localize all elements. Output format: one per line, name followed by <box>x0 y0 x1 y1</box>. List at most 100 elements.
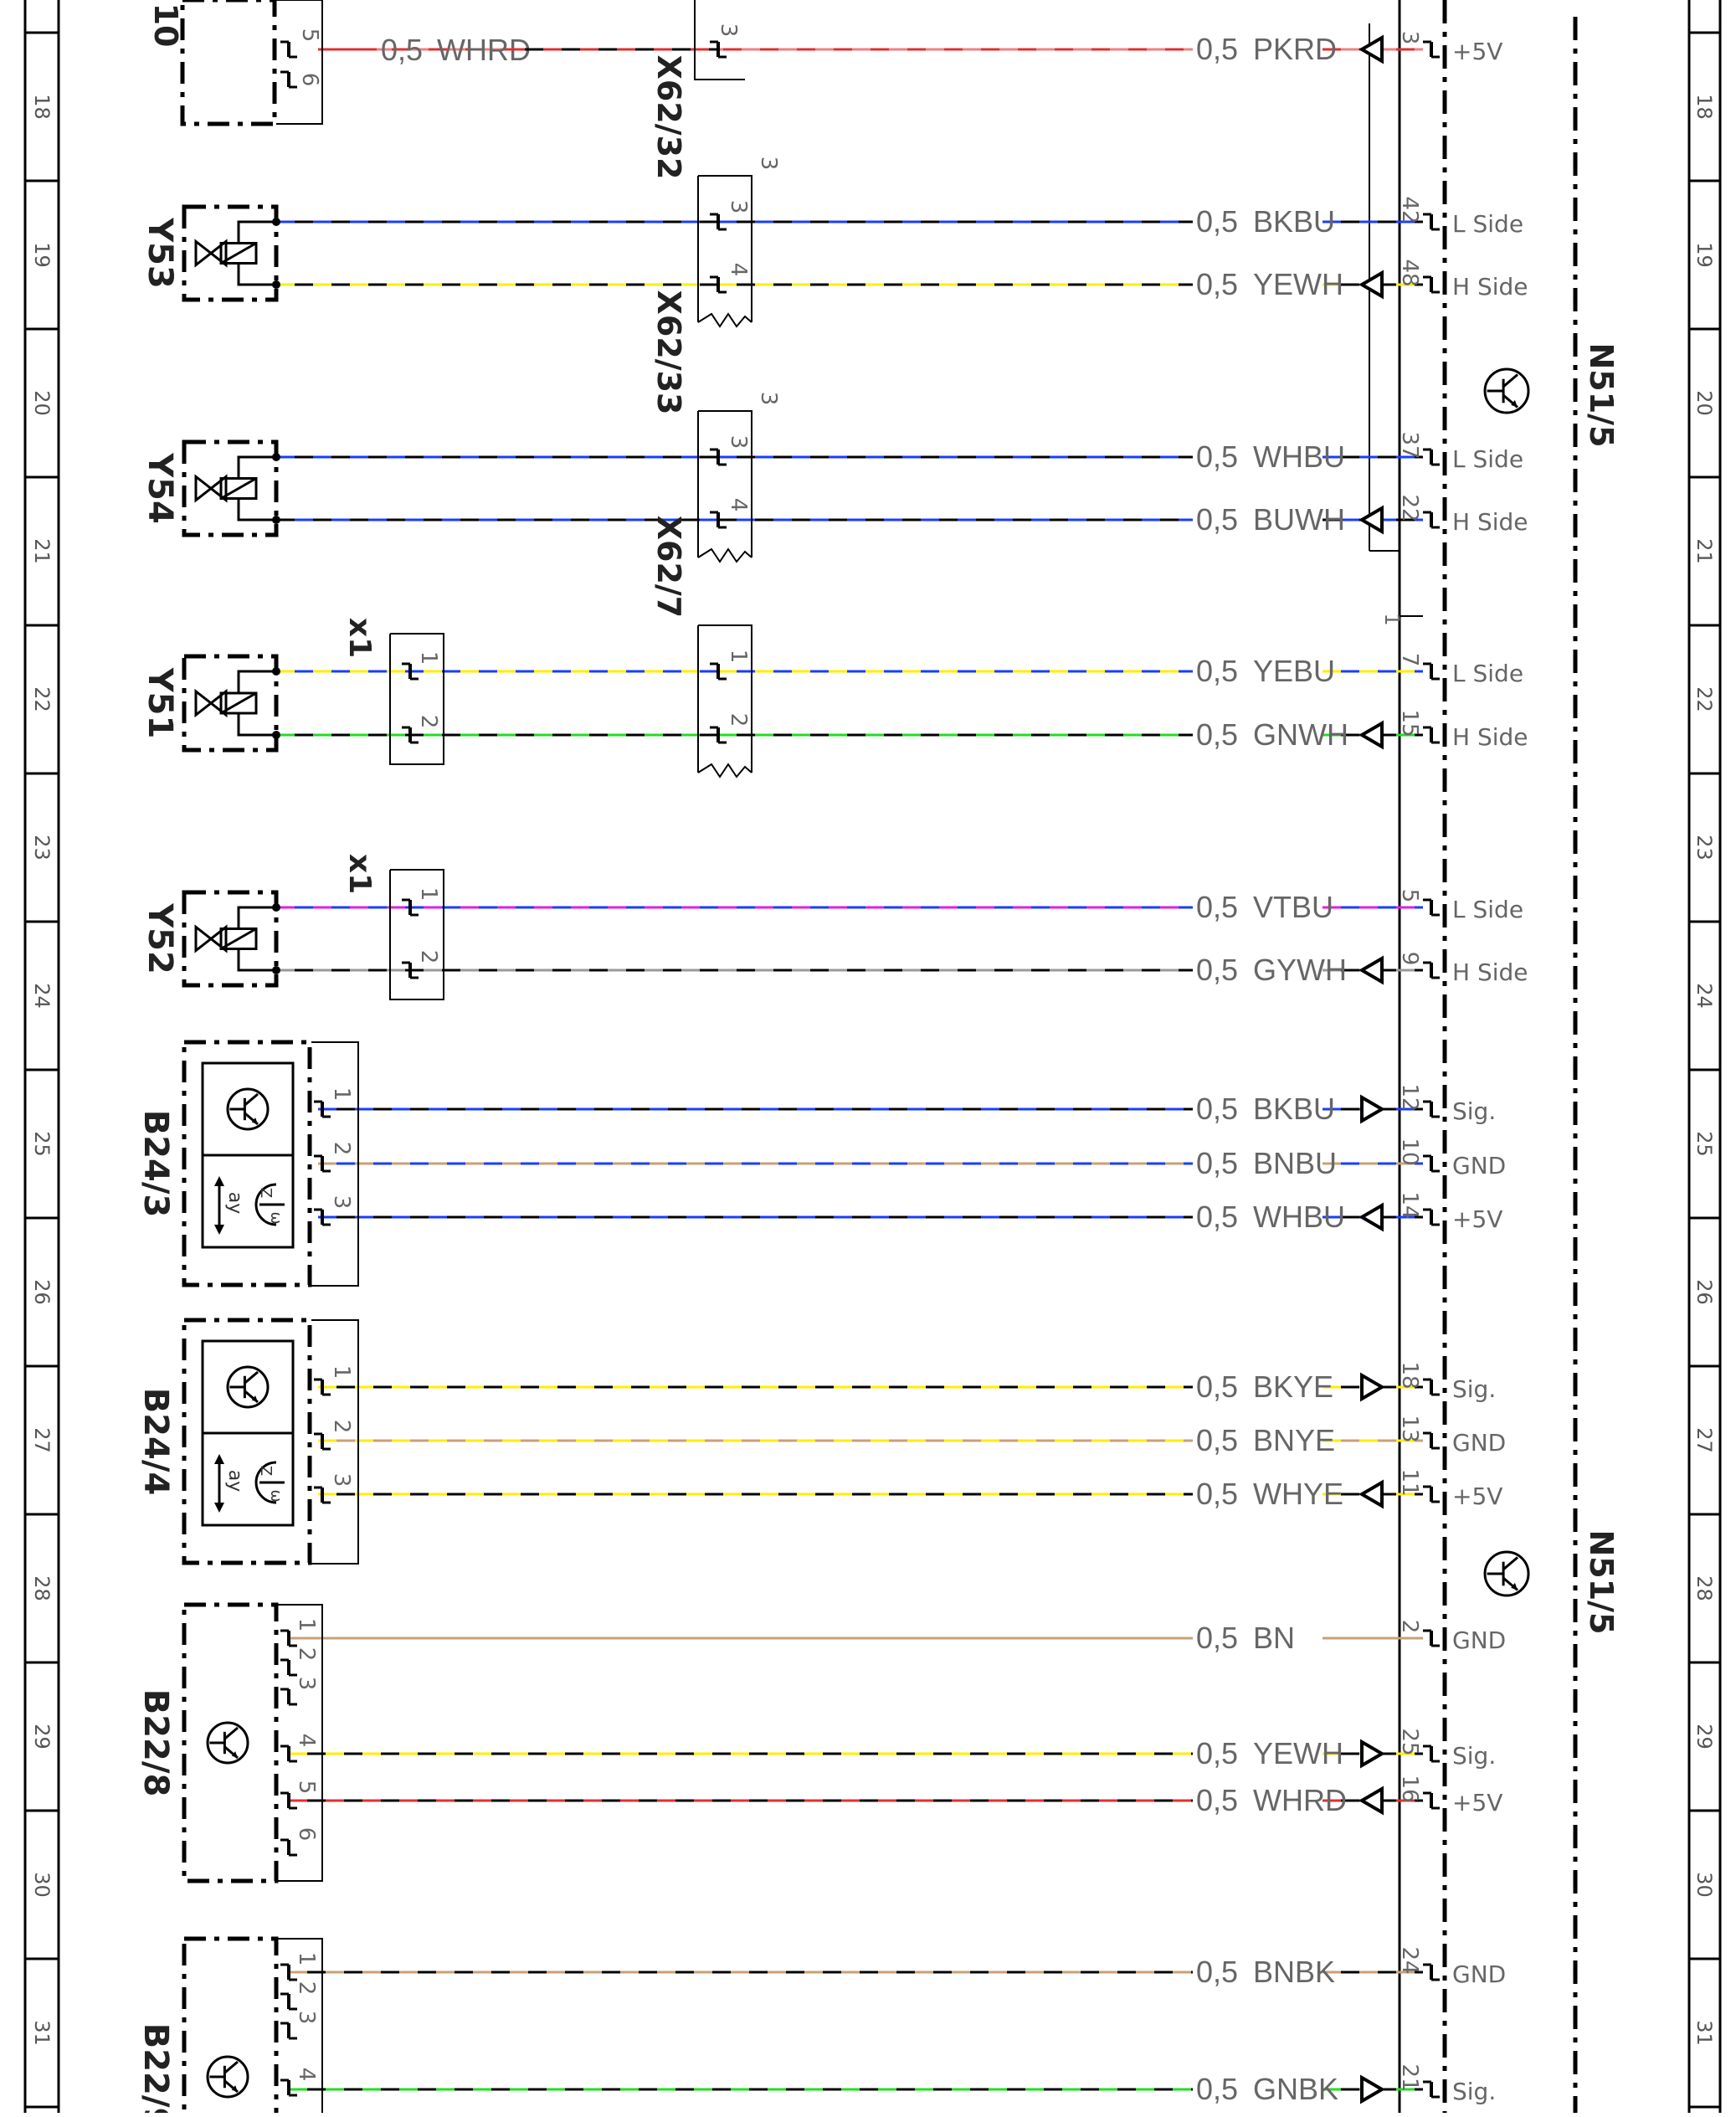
component-pin-terminal <box>280 1744 297 1763</box>
wire-size-label: 0,5 <box>381 33 423 67</box>
control-unit-pin-number: 48 <box>1397 259 1422 286</box>
pin-number: 3 <box>329 1195 354 1210</box>
transistor-circle <box>206 1721 249 1765</box>
valve-icon <box>194 688 213 718</box>
grid-number-right: 29 <box>1692 1724 1716 1750</box>
control-unit-pin-number: 42 <box>1397 196 1422 224</box>
wire-color-code-label: YEWH <box>1253 267 1343 301</box>
transistor-arrow <box>1511 399 1518 408</box>
component-boundary <box>182 890 279 988</box>
component-label-text: B22/9 <box>136 2023 175 2113</box>
pin-number: 22 <box>1397 494 1422 522</box>
signal-name-label: L Side <box>1452 210 1523 238</box>
component-pin-terminal <box>314 1154 331 1173</box>
grid-number-right: 27 <box>1692 1427 1716 1453</box>
grid-number-left: 30 <box>30 1872 54 1898</box>
transistor-collector <box>244 1370 259 1385</box>
component-pin-terminal <box>280 2078 297 2097</box>
wire-size-label: 0,5 <box>1196 1092 1238 1126</box>
control-unit-pin-number: 22 <box>1397 494 1422 522</box>
accel-arrow-icon <box>214 1503 224 1513</box>
connector-outline <box>389 633 444 765</box>
component-label-text: Y52 <box>141 902 179 974</box>
wire-size-label: 0,5 <box>1196 717 1238 752</box>
transistor-arrow <box>231 2085 238 2092</box>
connector-label: X62/7 <box>650 516 687 619</box>
grid-number-right: 22 <box>1692 686 1716 712</box>
control-unit-pin-number: 9 <box>1397 952 1422 966</box>
component-pin-terminal <box>280 2022 297 2040</box>
wire-color-code-label: BKYE <box>1253 1369 1333 1404</box>
pin-number: 2 <box>329 1142 354 1156</box>
valve-icon <box>208 474 228 503</box>
yaw-symbol: Z <box>257 1466 275 1476</box>
connector-label-text: x1 <box>342 854 377 894</box>
signal-name-label: H Side <box>1452 723 1528 751</box>
component-boundary <box>182 654 279 753</box>
wire-color-code-label: WHBU <box>1253 439 1345 474</box>
grid-number: 27 <box>30 1427 54 1453</box>
connector-x1 <box>389 633 444 765</box>
grid-number: 20 <box>1692 390 1716 416</box>
control-unit-pin-terminal <box>1423 1431 1440 1450</box>
pin-number: 4 <box>726 498 751 512</box>
grid-number: 21 <box>1692 538 1716 564</box>
control-unit-pin-terminal <box>1423 448 1440 466</box>
grid-number: 30 <box>30 1872 54 1898</box>
pin-number: 24 <box>1397 1946 1422 1974</box>
pin-number: 15 <box>1397 709 1422 737</box>
control-unit-pin-terminal <box>1423 1629 1440 1647</box>
grid-number-right: 19 <box>1692 242 1716 268</box>
pin-number: 12 <box>1397 1083 1422 1111</box>
component-pin-number: 3 <box>294 2011 319 2025</box>
component-label-text: Y54 <box>141 452 179 524</box>
grid-number: 18 <box>1692 94 1716 120</box>
connector-break-mark <box>697 312 752 328</box>
control-unit-pin-number: 13 <box>1397 1415 1422 1442</box>
control-unit-pin-terminal <box>1423 1378 1440 1396</box>
grid-number-left: 27 <box>30 1427 54 1453</box>
component-pin-number: 5 <box>297 28 322 43</box>
wire-color-code-label: WHRD <box>1253 1783 1347 1817</box>
control-unit-pin-number: 21 <box>1397 2063 1422 2091</box>
control-unit-pin-terminal <box>1423 1791 1440 1810</box>
sensor-upper-block <box>201 1339 295 1435</box>
transistor-circle <box>226 1087 270 1131</box>
transistor-arrow <box>1511 1582 1518 1590</box>
signal-direction-arrow <box>1360 1094 1385 1124</box>
control-unit-pin-terminal <box>1423 898 1440 917</box>
component-pin-number: 2 <box>329 1142 354 1156</box>
grid-number-left: 21 <box>30 538 54 564</box>
signal-direction-arrow <box>1358 270 1384 300</box>
connector-pin-number: 4 <box>726 263 751 277</box>
component-pin-number: 5 <box>294 1780 319 1795</box>
control-unit-pin-number: 10 <box>1397 1138 1422 1165</box>
pin-number: 1 <box>294 1618 319 1632</box>
control-unit-pin-terminal <box>1423 1154 1440 1173</box>
control-unit-pin-number: 11 <box>1397 1468 1422 1496</box>
connector-pin-number: 3 <box>716 23 741 38</box>
component-pin-number: 1 <box>329 1087 354 1102</box>
connector-pin-count: 3 <box>756 392 781 406</box>
grid-number: 24 <box>1692 983 1716 1009</box>
grid-number-right: 30 <box>1692 1872 1716 1898</box>
control-unit-transistor-icon <box>1483 367 1530 414</box>
yaw-omega-label: ω <box>267 1489 285 1502</box>
pin-number: 1 <box>329 1087 354 1102</box>
component-pin-number: 2 <box>294 1981 319 1996</box>
valve-icon <box>194 239 213 268</box>
signal-direction-arrow <box>1358 505 1384 535</box>
control-unit-pin-number: 16 <box>1397 1775 1422 1802</box>
control-unit-label-text: N51/5 <box>1583 342 1620 447</box>
coil-lead <box>237 455 276 479</box>
grid-number: 28 <box>30 1575 54 1601</box>
signal-name-label: Sig. <box>1452 1097 1496 1125</box>
top-component-partial-box <box>180 0 277 126</box>
connector-pin-mark: 1 <box>1380 613 1404 625</box>
pin-number: 1 <box>329 1365 354 1380</box>
sensor-b24_4 <box>182 1318 359 1565</box>
component-pin-number: 2 <box>294 1647 319 1662</box>
grid-number: 18 <box>30 94 54 120</box>
transistor-arrow <box>251 1118 258 1124</box>
